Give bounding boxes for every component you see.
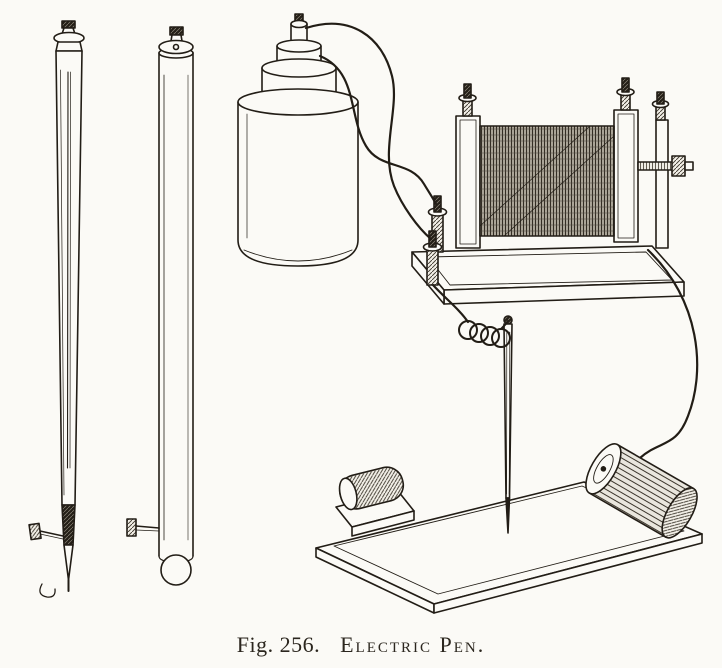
ink-pad-and-roller (335, 466, 415, 537)
induction-coil (411, 77, 694, 305)
pen-barrel (126, 26, 194, 586)
electric-pen-engraving (28, 13, 703, 614)
caption-figure-number: Fig. 256. (236, 632, 321, 657)
battery-cylinder (585, 443, 698, 539)
terminal-posts (422, 195, 448, 286)
wire-battery-to-coil-2 (318, 54, 438, 206)
battery-jar (237, 13, 359, 267)
pen-with-needle (28, 20, 85, 598)
connecting-wires (304, 22, 699, 460)
wire-coil-to-pen (431, 283, 470, 324)
caption-title: Electric Pen. (340, 632, 486, 657)
helical-wire (458, 320, 511, 348)
coil-winding (479, 125, 615, 237)
wire-coil-to-cylinder (638, 248, 699, 460)
electric-pen-upright (503, 315, 513, 534)
illustration (28, 13, 703, 614)
pen-stand (315, 315, 703, 614)
wire-battery-to-coil-1 (304, 22, 433, 241)
figure-caption: Fig. 256. Electric Pen. (0, 632, 722, 658)
